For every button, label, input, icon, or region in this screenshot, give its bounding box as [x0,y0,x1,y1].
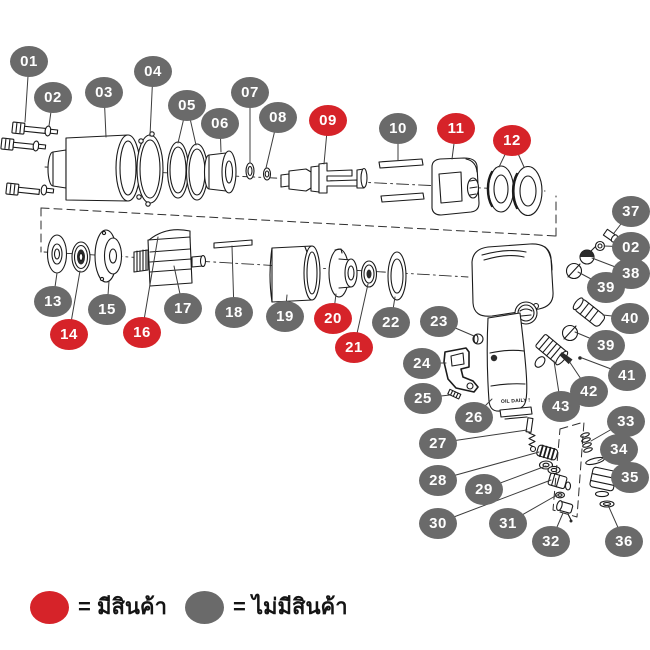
part-badge-16[interactable]: 16 [123,316,161,348]
part-18-rod [213,239,253,249]
part-13-washer [46,234,68,274]
part-badge-42[interactable]: 42 [570,375,608,407]
oil-daily-text: OIL DAILY ! [501,397,531,405]
part-badge-22[interactable]: 22 [372,306,410,338]
part-17-rotor [133,236,207,287]
part-09-reverse-valve [280,162,368,194]
part-badge-20[interactable]: 20 [314,302,352,334]
part-badge-06[interactable]: 06 [201,107,239,139]
part-badge-02-2[interactable]: 02 [612,231,650,263]
part-10-pins [378,158,425,203]
stock-legend: = มีสินค้า = ไม่มีสินค้า [0,585,650,635]
part-badge-29[interactable]: 29 [465,473,503,505]
part-40-inlet-stem [572,297,606,327]
part-24-trigger [443,347,479,393]
part-badge-38[interactable]: 38 [612,257,650,289]
part-badge-32[interactable]: 32 [532,525,570,557]
part-badge-31[interactable]: 31 [489,507,527,539]
out-of-stock-label: = ไม่มีสินค้า [233,594,348,619]
part-14-bearing [71,241,91,273]
part-08-ring [262,167,272,181]
in-stock-label: = มีสินค้า [78,594,167,619]
part-badge-36[interactable]: 36 [605,525,643,557]
group-frame-dashed [40,195,557,253]
part-23-button [472,333,484,345]
part-badge-19[interactable]: 19 [266,300,304,332]
part-01-bolts [0,121,47,196]
part-04-gasket-ring [136,131,164,207]
part-badge-21[interactable]: 21 [335,331,373,363]
part-19-cylinder [269,245,321,303]
part-28-spool [536,444,559,461]
part-21-bearing [360,260,378,288]
part-31-ring [554,491,566,499]
part-badge-02[interactable]: 02 [34,81,72,113]
part-30-cap [547,472,572,491]
part-badge-39-2[interactable]: 39 [587,329,625,361]
part-badge-39[interactable]: 39 [587,271,625,303]
exploded-parts-art: OIL DAILY ! [0,60,632,542]
part-badge-04[interactable]: 04 [134,55,172,87]
part-11-hammer-cage [431,157,480,216]
valve-group-frame-dashed [552,421,585,518]
part-badge-01[interactable]: 01 [10,45,48,77]
part-badge-35[interactable]: 35 [611,461,649,493]
tool-body: OIL DAILY ! [471,243,554,420]
part-33-spring [580,432,593,453]
part-20-front-plate [328,248,358,298]
part-badge-27[interactable]: 27 [419,427,457,459]
part-badge-41[interactable]: 41 [608,359,646,391]
in-stock-dot [30,591,69,624]
part-25-screw [447,388,462,400]
part-badge-43[interactable]: 43 [542,390,580,422]
part-05-rings [166,141,209,201]
part-27-valve-stem [525,417,537,453]
part-badge-08[interactable]: 08 [259,101,297,133]
part-badge-14[interactable]: 14 [50,318,88,350]
part-badge-17[interactable]: 17 [164,292,202,324]
part-badge-10[interactable]: 10 [379,112,417,144]
part-badge-15[interactable]: 15 [88,293,126,325]
part-badge-11[interactable]: 11 [437,112,475,144]
part-badge-25[interactable]: 25 [404,382,442,414]
part-badge-23[interactable]: 23 [420,305,458,337]
part-badge-09[interactable]: 09 [309,104,347,136]
part-badge-28[interactable]: 28 [419,464,457,496]
part-badge-05[interactable]: 05 [168,89,206,121]
part-32-valve-fitting [556,500,574,523]
part-badge-24[interactable]: 24 [403,347,441,379]
part-badge-40[interactable]: 40 [611,302,649,334]
part-badge-18[interactable]: 18 [215,296,253,328]
part-22-retaining-ring [387,251,407,301]
part-02-screws [32,125,59,196]
part-badge-30[interactable]: 30 [419,507,457,539]
part-39a-o-ring [565,262,583,280]
part-badge-37[interactable]: 37 [612,195,650,227]
part-15-end-plate [94,229,123,283]
part-badge-34[interactable]: 34 [600,433,638,465]
part-badge-26[interactable]: 26 [455,401,493,433]
part-badge-03[interactable]: 03 [85,76,123,108]
part-badge-12[interactable]: 12 [493,124,531,156]
part-39b-o-ring [561,324,579,342]
part-41-pin [578,356,582,360]
part-03-housing-cap [47,134,141,202]
part-12-hammers [486,165,543,217]
part-07-washer [245,162,255,180]
part-02b-washer [594,240,606,252]
part-38-check-valve [579,246,596,265]
part-36-seal-washer [599,500,615,508]
part-badge-07[interactable]: 07 [231,76,269,108]
part-06-bushing [203,150,237,194]
part-badge-33[interactable]: 33 [607,405,645,437]
part-badge-13[interactable]: 13 [34,285,72,317]
out-of-stock-dot [185,591,224,624]
part-43-air-inlet [534,334,569,368]
